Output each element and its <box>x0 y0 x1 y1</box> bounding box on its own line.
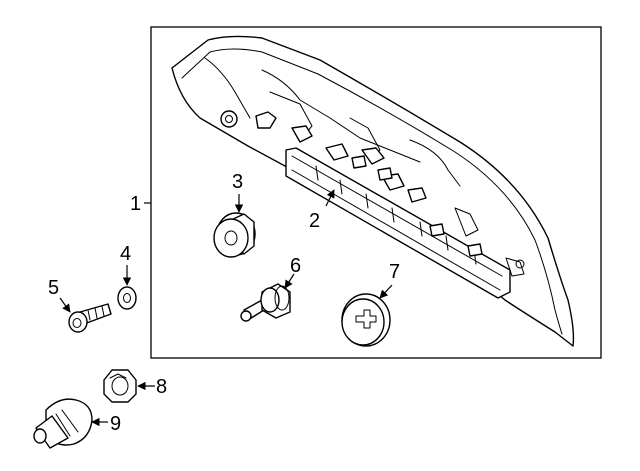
callout-label-7: 7 <box>389 261 400 283</box>
callout-label-2: 2 <box>309 210 320 232</box>
washer[interactable] <box>117 286 137 310</box>
callout-label-1: 1 <box>130 193 141 215</box>
callout-4: 4 <box>120 243 132 286</box>
callout-9: 9 <box>91 413 121 435</box>
callout-label-3: 3 <box>232 171 243 193</box>
callout-5: 5 <box>48 277 71 313</box>
callout-2: 2 <box>309 189 335 232</box>
callout-7: 7 <box>379 261 400 299</box>
callout-label-6: 6 <box>290 255 301 277</box>
callout-label-9: 9 <box>110 413 121 435</box>
rubber-bumper[interactable] <box>213 212 256 258</box>
callout-label-8: 8 <box>156 376 167 398</box>
stud-pin[interactable] <box>240 283 291 322</box>
callout-3: 3 <box>232 171 244 213</box>
callout-1: 1 <box>130 193 151 215</box>
callout-8: 8 <box>137 376 167 398</box>
callout-6: 6 <box>284 255 301 289</box>
lens-strip[interactable] <box>285 147 511 299</box>
callout-label-4: 4 <box>120 243 131 265</box>
bolt[interactable] <box>68 303 112 333</box>
assembly-frame <box>150 26 602 359</box>
push-clip[interactable] <box>33 398 93 449</box>
hex-nut[interactable] <box>103 369 137 403</box>
callout-label-5: 5 <box>48 277 59 299</box>
plug-cap[interactable] <box>341 293 391 347</box>
